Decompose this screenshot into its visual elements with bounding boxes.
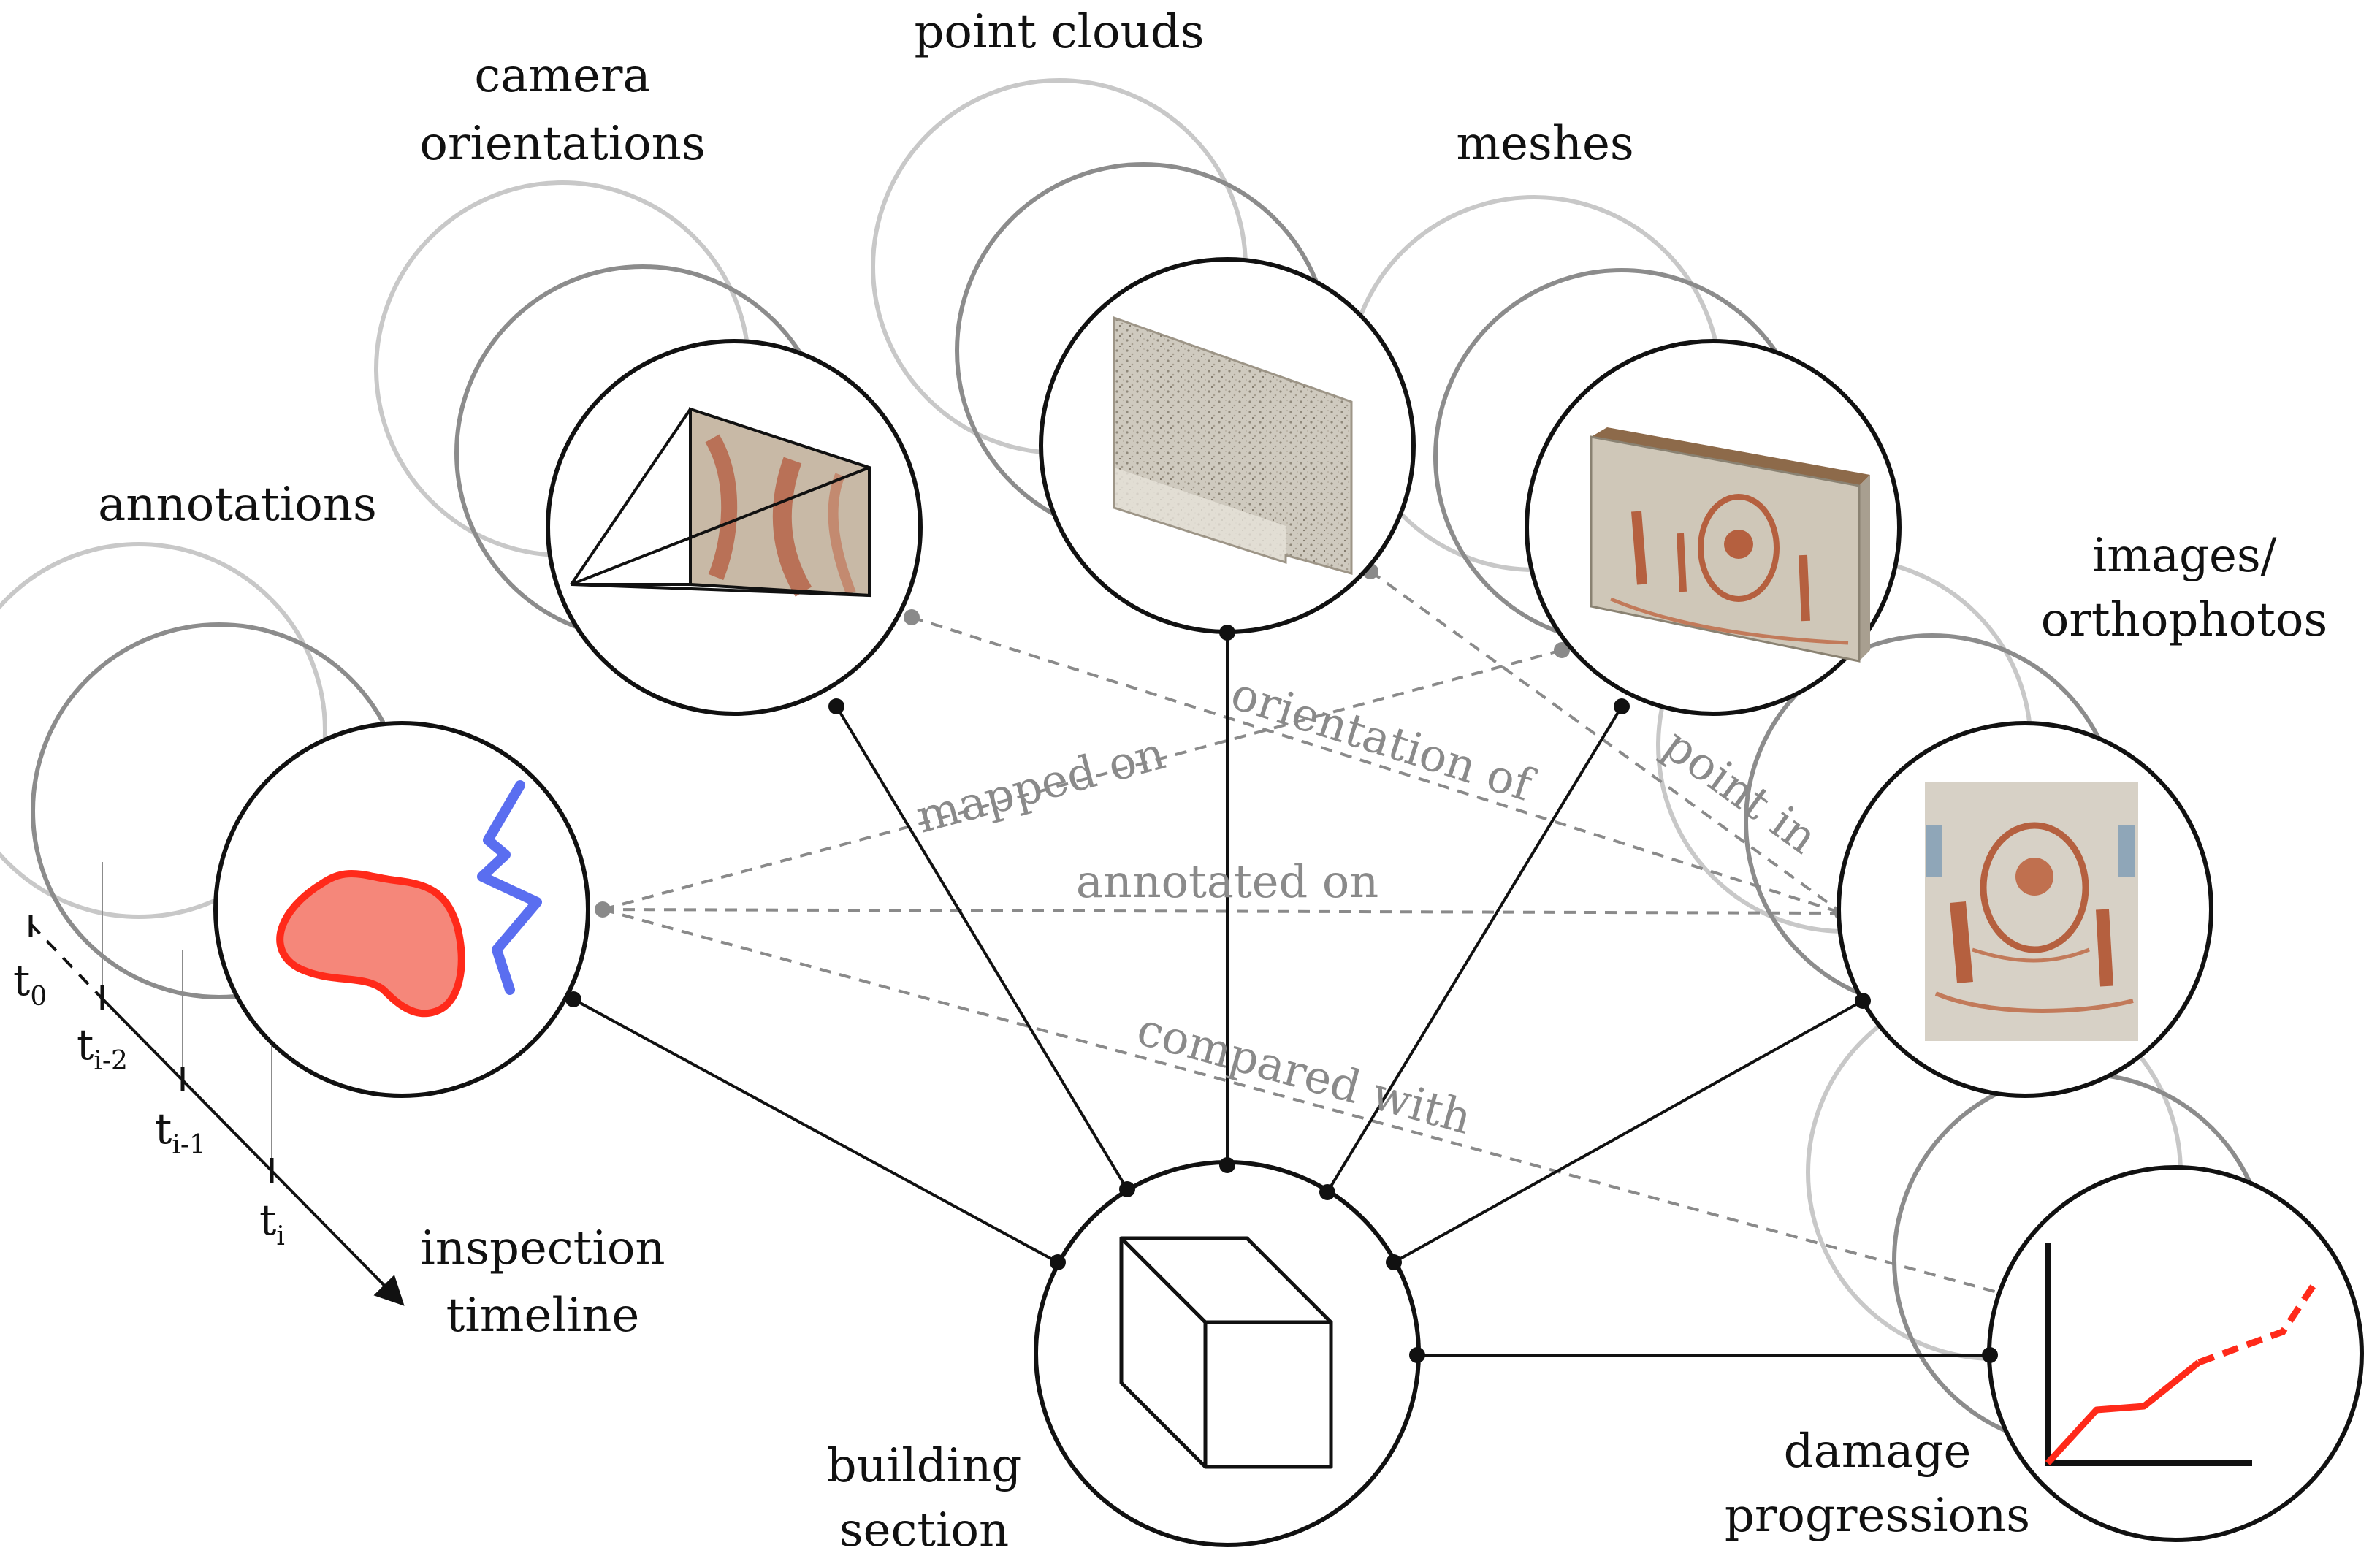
building-label-line1: building <box>827 1439 1022 1493</box>
annotations-ghost-far <box>0 542 327 919</box>
connector-endpoints <box>565 625 1998 1363</box>
relation-labels: mapped on orientation of annotated on po… <box>911 666 1828 1145</box>
annotation-polygon-icon <box>276 780 542 1018</box>
timeline-axis <box>99 996 405 1306</box>
relation-lines <box>602 570 2006 1296</box>
relation-label-compared-with: compared with <box>1132 1002 1477 1145</box>
node-labels: annotations camera orientations point cl… <box>98 5 2327 1557</box>
timeline-dashed-start <box>29 923 102 999</box>
crack-line-icon <box>477 780 542 995</box>
annotations-label: annotations <box>98 478 377 532</box>
mesh-icon <box>1590 427 1870 663</box>
tick-label-ti: ti <box>259 1195 285 1251</box>
camera-label-line1: camera <box>474 49 650 103</box>
connector-images-building <box>1393 999 1864 1264</box>
building-label-line2: section <box>839 1503 1010 1557</box>
relation-line-mapped-on <box>602 649 1563 911</box>
relation-line-point-in <box>1369 570 1844 915</box>
timeline-label-line1: inspection <box>420 1221 665 1275</box>
relation-label-annotated-on: annotated on <box>1076 855 1378 908</box>
inspection-timeline <box>28 862 405 1306</box>
relation-line-annotated-on <box>602 908 1843 915</box>
damage-chart-icon <box>2045 1243 2320 1466</box>
relation-line-compared-with <box>602 908 2006 1296</box>
building-section-node[interactable] <box>1034 1160 1421 1547</box>
connector-meshes-building <box>1326 705 1623 1194</box>
tick-label-ti-2: ti-2 <box>77 1020 128 1076</box>
damage-label-line2: progressions <box>1725 1489 2030 1543</box>
damage-label-line1: damage <box>1784 1424 1972 1479</box>
relation-label-mapped-on: mapped on <box>911 726 1171 844</box>
relation-label-point-in: point in <box>1654 717 1828 864</box>
meshes-label: meshes <box>1456 117 1633 171</box>
tick-label-ti-1: ti-1 <box>155 1104 206 1160</box>
connector-annotations-building <box>573 998 1059 1264</box>
cube-icon <box>1119 1236 1333 1469</box>
point-cloud-icon <box>1113 316 1353 575</box>
relation-label-orientation-of: orientation of <box>1225 666 1541 812</box>
camera-label-line2: orientations <box>419 117 705 171</box>
timeline-label-line2: timeline <box>446 1289 640 1343</box>
camera-frustum-icon <box>570 407 871 598</box>
tick-label-t0: t0 <box>13 955 47 1012</box>
connector-camera-building <box>835 705 1129 1191</box>
solid-connectors <box>573 633 1990 1357</box>
timeline-labels: t0 ti-2 ti-1 ti inspection timeline <box>13 955 665 1343</box>
point-clouds-label: point clouds <box>914 5 1204 59</box>
images-label-line1: images/ <box>2092 529 2277 583</box>
orthophoto-icon <box>1925 782 2138 1041</box>
images-label-line2: orthophotos <box>2041 593 2327 647</box>
